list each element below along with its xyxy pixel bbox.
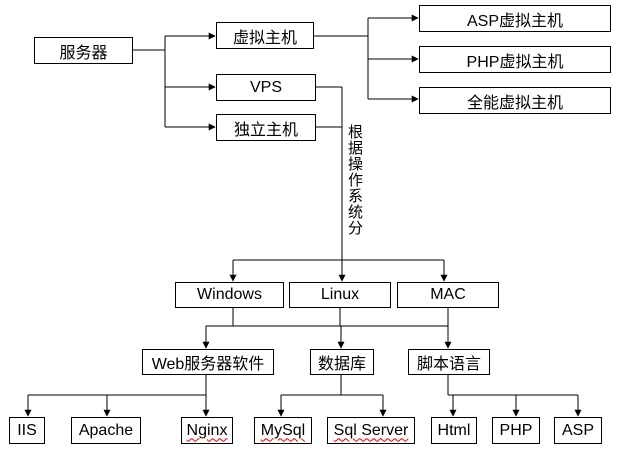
node-virtual-host-label: 虚拟主机 bbox=[232, 29, 297, 47]
edge-label-by-os: 根据操作系统分 bbox=[348, 123, 364, 237]
node-linux: Linux bbox=[289, 282, 391, 308]
node-web-server-software: Web服务器软件 bbox=[142, 349, 274, 375]
node-full-virtual-host: 全能虚拟主机 bbox=[419, 87, 611, 114]
node-asp: ASP bbox=[554, 417, 602, 444]
node-dedicated-host-label: 独立主机 bbox=[233, 121, 298, 139]
node-mysql-label: MySql bbox=[260, 421, 306, 439]
node-windows: Windows bbox=[175, 282, 284, 308]
node-iis-label: IIS bbox=[17, 421, 37, 439]
node-nginx-label: Nginx bbox=[186, 421, 228, 439]
node-asp-virtual-host-label: ASP虚拟主机 bbox=[466, 12, 564, 30]
node-sql-server: Sql Server bbox=[327, 417, 415, 444]
node-dedicated-host: 独立主机 bbox=[216, 114, 316, 141]
node-asp-label: ASP bbox=[561, 421, 594, 439]
node-virtual-host: 虚拟主机 bbox=[216, 22, 314, 49]
node-vps: VPS bbox=[216, 74, 316, 101]
node-php-virtual-host: PHP虚拟主机 bbox=[419, 46, 611, 73]
node-apache: Apache bbox=[71, 417, 141, 444]
node-mysql: MySql bbox=[254, 417, 312, 444]
node-nginx: Nginx bbox=[181, 417, 233, 444]
node-sql-server-label: Sql Server bbox=[333, 421, 409, 439]
node-server-label: 服务器 bbox=[59, 44, 108, 62]
node-asp-virtual-host: ASP虚拟主机 bbox=[419, 5, 611, 32]
node-web-server-software-label: Web服务器软件 bbox=[151, 356, 265, 373]
node-mac: MAC bbox=[397, 282, 499, 308]
node-php: PHP bbox=[492, 417, 540, 444]
node-vps-label: VPS bbox=[249, 78, 282, 96]
node-html-label: Html bbox=[437, 421, 471, 439]
node-php-virtual-host-label: PHP虚拟主机 bbox=[466, 53, 564, 71]
node-mac-label: MAC bbox=[430, 286, 466, 303]
node-database: 数据库 bbox=[310, 349, 374, 375]
node-linux-label: Linux bbox=[320, 286, 360, 303]
node-script-language: 脚本语言 bbox=[408, 349, 490, 375]
node-apache-label: Apache bbox=[78, 421, 134, 439]
node-full-virtual-host-label: 全能虚拟主机 bbox=[466, 94, 563, 112]
node-iis: IIS bbox=[9, 417, 45, 444]
node-database-label: 数据库 bbox=[317, 356, 366, 373]
node-php-label: PHP bbox=[499, 421, 533, 439]
node-html: Html bbox=[431, 417, 477, 444]
node-server: 服务器 bbox=[34, 37, 133, 64]
node-windows-label: Windows bbox=[197, 286, 262, 303]
node-script-language-label: 脚本语言 bbox=[416, 356, 481, 373]
